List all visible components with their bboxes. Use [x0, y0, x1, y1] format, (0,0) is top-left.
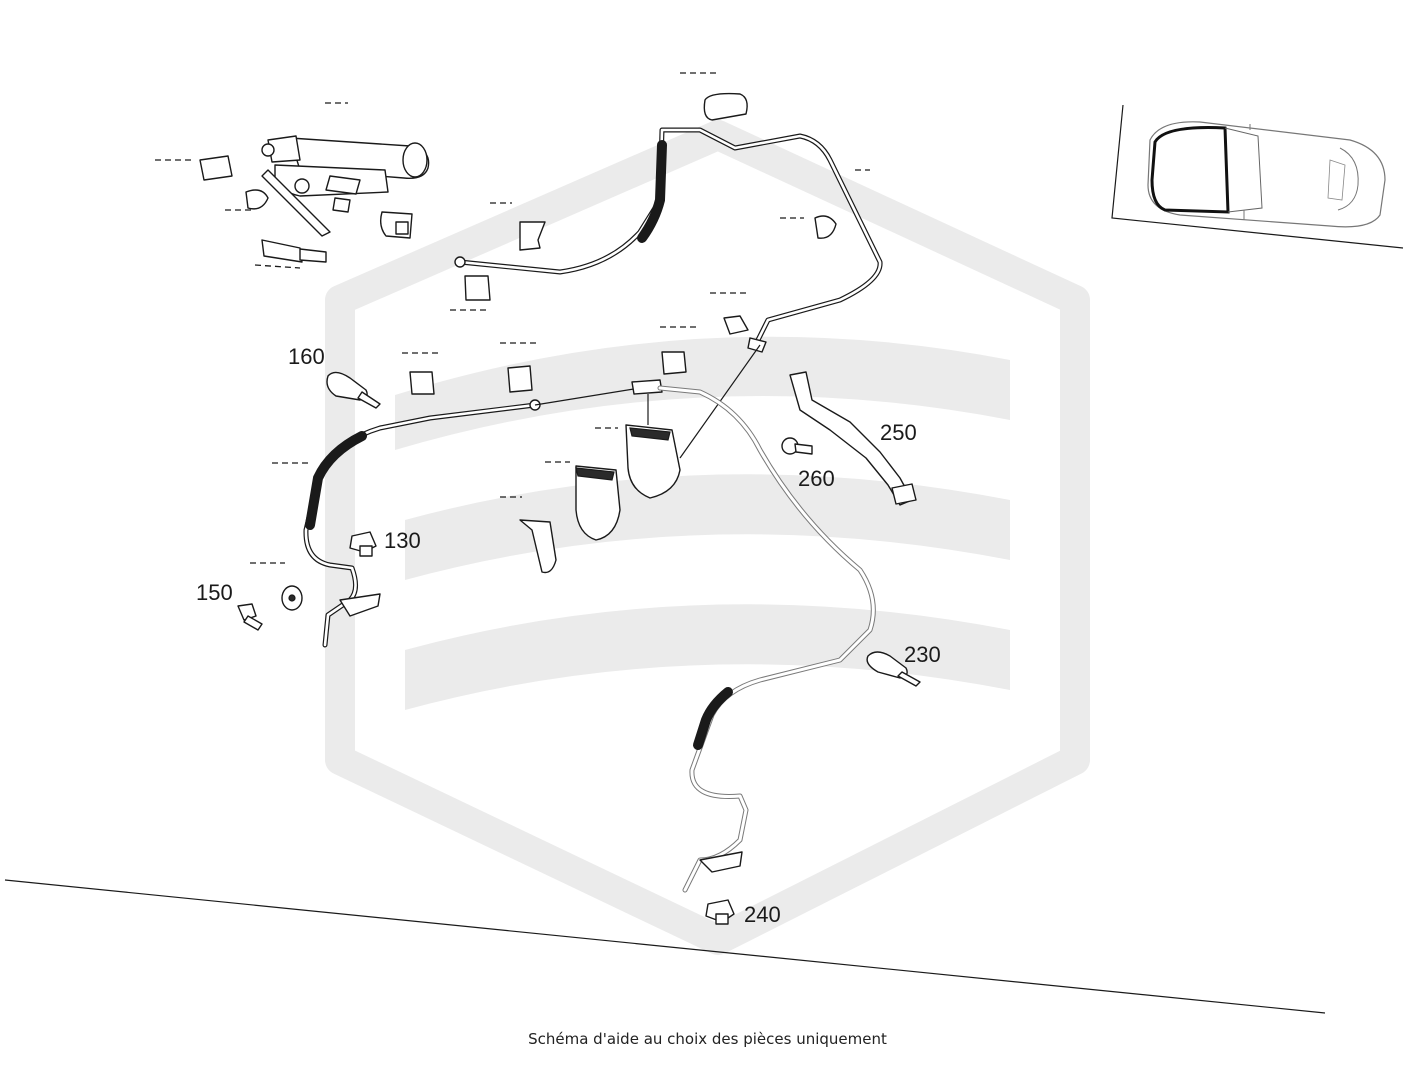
part-260-screw	[781, 437, 813, 455]
watermark-logo	[325, 120, 1090, 955]
callout-240: 240	[744, 902, 781, 927]
part-230-clamp	[866, 651, 921, 687]
part-250-bracket	[789, 371, 917, 506]
callout-130: 130	[384, 528, 421, 553]
clips-upper	[402, 215, 837, 395]
reservoir-assembly	[155, 102, 430, 269]
ground-line	[4, 879, 1326, 1014]
callout-230: 230	[904, 642, 941, 667]
part-130-nut	[349, 531, 377, 557]
left-hose	[272, 387, 641, 648]
footer-note: Schéma d'aide au choix des pièces unique…	[528, 1030, 887, 1048]
nozzle-assembly	[500, 344, 761, 574]
part-160-clamp	[326, 371, 381, 409]
part-150-bolt	[237, 562, 303, 631]
vehicle-inset	[1111, 104, 1404, 249]
car-icon	[1147, 121, 1386, 228]
callout-150: 150	[196, 580, 233, 605]
callout-260: 260	[798, 466, 835, 491]
upper-hose	[454, 72, 883, 353]
callout-250: 250	[880, 420, 917, 445]
right-hose	[657, 385, 876, 893]
callout-160: 160	[288, 344, 325, 369]
part-240-nut	[705, 899, 735, 925]
